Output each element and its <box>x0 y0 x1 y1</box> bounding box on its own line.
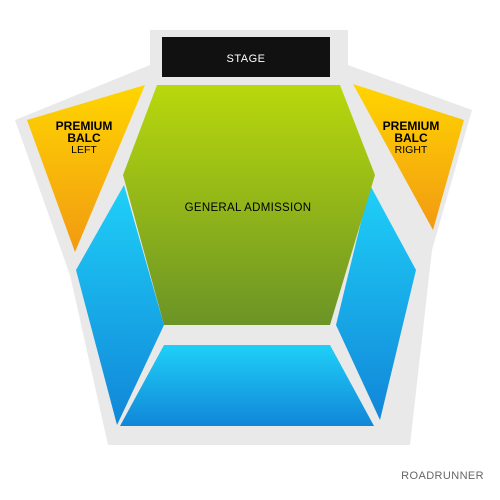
section-balcony-rear[interactable] <box>120 345 374 426</box>
venue-name: ROADRUNNER <box>401 470 484 482</box>
stage-label: STAGE <box>227 53 266 65</box>
section-premium-balc-left[interactable] <box>27 85 145 252</box>
premium-balc-left-line1: PREMIUM <box>56 119 113 133</box>
stage <box>162 37 330 77</box>
section-general-admission[interactable] <box>123 85 375 325</box>
section-premium-balc-right[interactable] <box>353 84 464 230</box>
premium-balc-right-line3: RIGHT <box>395 144 428 156</box>
general-admission-label: GENERAL ADMISSION <box>185 202 312 214</box>
premium-balc-right-line2: BALC <box>394 131 428 145</box>
section-balcony-left[interactable] <box>76 185 164 425</box>
premium-balc-left-line3: LEFT <box>71 144 97 156</box>
section-balcony-right[interactable] <box>336 185 416 420</box>
premium-balc-left-line2: BALC <box>67 131 101 145</box>
premium-balc-right-line1: PREMIUM <box>383 119 440 133</box>
